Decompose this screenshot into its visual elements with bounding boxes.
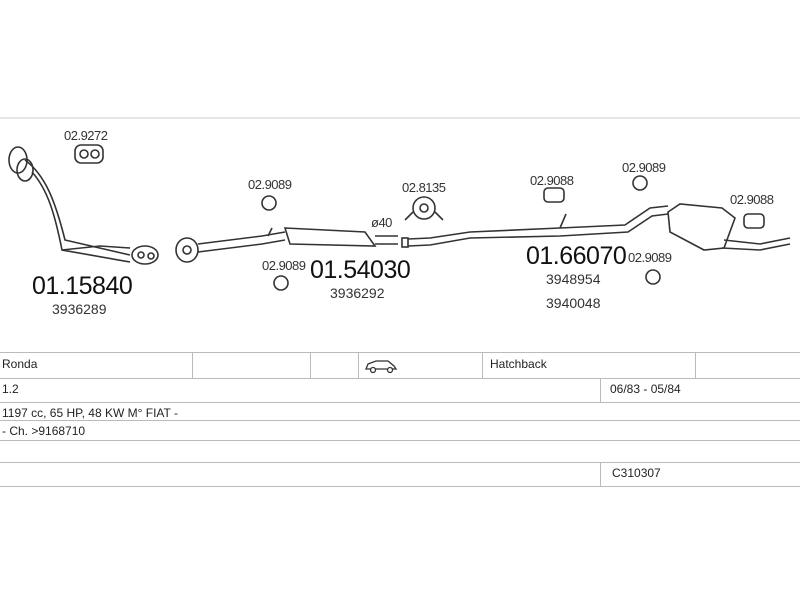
pipe-diameter: ø40 bbox=[371, 215, 392, 230]
hatchback-car-icon bbox=[365, 360, 398, 374]
part-middle: 01.54030 bbox=[310, 256, 411, 284]
part-gasket: 02.9272 bbox=[64, 128, 108, 143]
clamp-icon bbox=[404, 196, 444, 221]
part-front-pipe-ref: 3936289 bbox=[52, 301, 107, 317]
chassis-cell: - Ch. >9168710 bbox=[2, 424, 86, 438]
part-middle-ref: 3936292 bbox=[330, 285, 385, 301]
part-clamp: 02.8135 bbox=[402, 180, 446, 195]
part-rear-ref2: 3940048 bbox=[546, 295, 601, 311]
part-front-pipe: 01.15840 bbox=[32, 272, 133, 300]
model-cell: Ronda bbox=[2, 357, 38, 371]
rear-pipe bbox=[401, 203, 791, 251]
part-mount-d: 02.9089 bbox=[622, 160, 666, 175]
part-mount-b: 02.9089 bbox=[262, 258, 306, 273]
middle-pipe bbox=[175, 227, 398, 263]
part-mount-a: 02.9089 bbox=[248, 177, 292, 192]
years-cell: 06/83 - 05/84 bbox=[610, 382, 681, 396]
part-rear-ref1: 3948954 bbox=[546, 271, 601, 287]
front-pipe bbox=[8, 146, 159, 265]
part-mount-c: 02.9088 bbox=[530, 173, 574, 188]
part-rear: 01.66070 bbox=[526, 242, 627, 270]
engine-cell: 1.2 bbox=[2, 382, 19, 396]
rubber-mount-icons bbox=[261, 175, 765, 291]
part-mount-f: 02.9089 bbox=[628, 250, 672, 265]
code-cell: C310307 bbox=[612, 466, 661, 480]
gasket-icon bbox=[74, 144, 104, 164]
spec-cell: 1197 cc, 65 HP, 48 KW M° FIAT - bbox=[2, 406, 178, 420]
part-mount-e: 02.9088 bbox=[730, 192, 774, 207]
body-type-cell: Hatchback bbox=[490, 357, 547, 371]
